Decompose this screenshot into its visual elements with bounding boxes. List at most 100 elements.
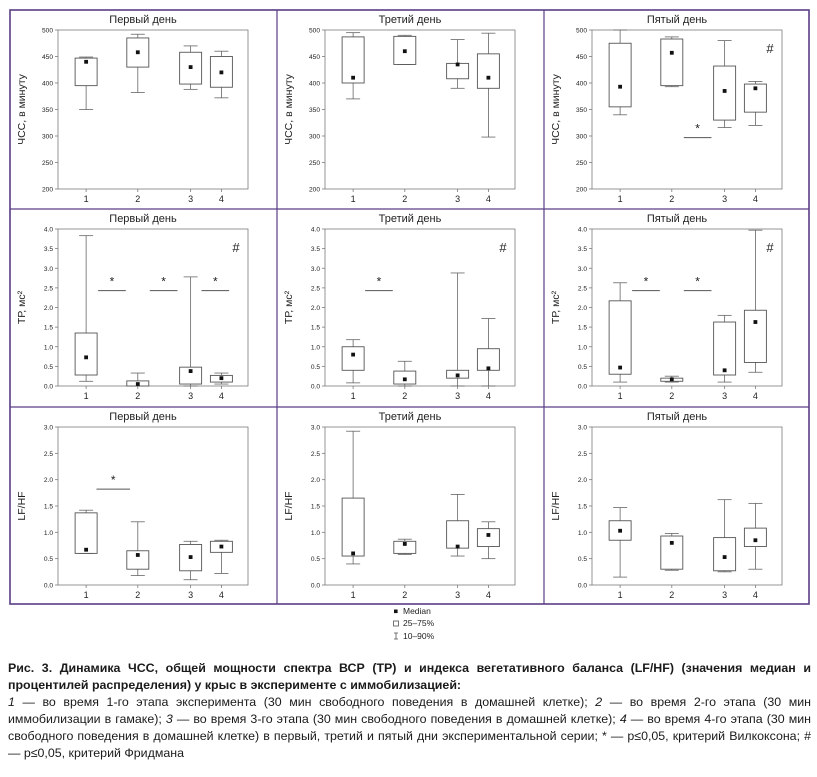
y-tick-label: 300 xyxy=(576,134,587,141)
median-marker xyxy=(722,555,727,559)
iqr-box xyxy=(393,540,417,554)
iqr-box xyxy=(126,550,150,570)
y-tick-label: 2.5 xyxy=(311,451,320,458)
median-marker xyxy=(219,544,224,549)
iqr-box xyxy=(341,346,365,371)
y-tick-label: 250 xyxy=(309,160,320,167)
y-tick-label: 4.0 xyxy=(44,227,53,234)
x-tick-label: 4 xyxy=(219,590,224,600)
significance-star: * xyxy=(213,275,218,289)
caption-num-2: 2 xyxy=(595,695,603,709)
significance-star: * xyxy=(695,275,700,289)
y-tick-label: 3.5 xyxy=(578,246,587,253)
y-tick-label: 300 xyxy=(42,134,53,141)
y-tick-label: 400 xyxy=(42,81,53,88)
iqr-box xyxy=(608,300,632,375)
iqr-box xyxy=(713,537,737,572)
y-tick-label: 1.5 xyxy=(44,504,53,511)
panel-title: Третий день xyxy=(379,411,442,423)
y-axis-label: LF/HF xyxy=(16,491,28,520)
median-marker xyxy=(188,369,193,373)
iqr-box xyxy=(476,528,500,548)
y-tick-label: 2.5 xyxy=(578,285,587,292)
y-axis-label: ЧСС, в минуту xyxy=(550,73,562,145)
y-axis-label: LF/HF xyxy=(283,491,295,520)
figure-frame xyxy=(9,9,810,605)
y-tick-label: 0.0 xyxy=(44,384,53,391)
x-tick-label: 2 xyxy=(669,194,674,204)
x-tick-label: 3 xyxy=(455,590,460,600)
y-tick-label: 1.5 xyxy=(311,325,320,332)
chart-panel: Третий день0.00.51.01.52.02.53.03.54.0ТР… xyxy=(283,213,516,401)
median-marker xyxy=(455,544,460,549)
median-marker xyxy=(618,528,623,533)
chart-panel: Первый день0.00.51.01.52.02.53.03.54.0ТР… xyxy=(16,213,249,401)
median-marker xyxy=(219,376,224,381)
y-tick-label: 2.5 xyxy=(44,285,53,292)
iqr-box xyxy=(476,53,500,89)
median-marker xyxy=(455,373,460,378)
x-tick-label: 1 xyxy=(84,194,89,204)
x-tick-label: 2 xyxy=(135,590,140,600)
y-tick-label: 2.0 xyxy=(44,305,53,312)
y-tick-label: 1.0 xyxy=(44,530,53,537)
y-tick-label: 450 xyxy=(576,54,587,61)
y-axis-label: ЧСС, в минуту xyxy=(16,73,28,145)
y-tick-label: 200 xyxy=(309,187,320,194)
y-tick-label: 3.0 xyxy=(311,266,320,273)
median-marker xyxy=(669,540,674,545)
y-axis-label: ТР, мс² xyxy=(16,290,28,324)
iqr-box xyxy=(74,512,98,554)
panel-title: Третий день xyxy=(379,213,442,225)
iqr-box xyxy=(660,38,684,87)
y-tick-label: 400 xyxy=(576,81,587,88)
y-tick-label: 3.0 xyxy=(44,266,53,273)
y-tick-label: 450 xyxy=(309,54,320,61)
caption-text-2: — во время 2-го этапа (30 мин иммобилиза… xyxy=(8,695,811,726)
y-tick-label: 3.5 xyxy=(311,246,320,253)
legend-whisker-label: 10–90% xyxy=(403,631,435,641)
iqr-box xyxy=(713,65,737,121)
median-marker xyxy=(669,377,674,382)
panel-title: Пятый день xyxy=(647,14,708,26)
median-marker xyxy=(753,538,758,543)
y-tick-label: 250 xyxy=(42,160,53,167)
median-marker xyxy=(188,65,193,69)
y-tick-label: 0.5 xyxy=(311,556,320,563)
significance-star: * xyxy=(377,275,382,289)
x-tick-label: 3 xyxy=(722,194,727,204)
y-tick-label: 2.0 xyxy=(311,305,320,312)
x-tick-label: 3 xyxy=(188,391,193,401)
caption-text-4: — во время 4-го этапа (30 мин свободного… xyxy=(8,712,811,760)
y-tick-label: 200 xyxy=(42,187,53,194)
x-tick-label: 3 xyxy=(455,194,460,204)
legend-box-label: 25–75% xyxy=(403,618,435,628)
y-tick-label: 500 xyxy=(42,28,53,35)
y-tick-label: 2.5 xyxy=(578,451,587,458)
panel-title: Пятый день xyxy=(647,213,708,225)
iqr-box xyxy=(476,348,500,371)
x-tick-label: 2 xyxy=(135,391,140,401)
y-tick-label: 1.0 xyxy=(578,530,587,537)
y-tick-label: 500 xyxy=(309,28,320,35)
median-marker xyxy=(402,49,407,54)
caption-num-4: 4 xyxy=(619,712,627,726)
median-marker xyxy=(618,84,623,89)
legend-box-marker xyxy=(393,620,399,627)
plot-area xyxy=(57,426,249,586)
median-marker xyxy=(618,365,623,370)
x-tick-label: 4 xyxy=(219,391,224,401)
x-tick-label: 4 xyxy=(753,194,758,204)
y-tick-label: 0.0 xyxy=(311,583,320,590)
y-tick-label: 1.0 xyxy=(44,344,53,351)
x-tick-label: 2 xyxy=(402,590,407,600)
x-tick-label: 1 xyxy=(84,590,89,600)
x-tick-label: 1 xyxy=(618,194,623,204)
iqr-box xyxy=(74,57,98,87)
x-tick-label: 1 xyxy=(351,194,356,204)
y-tick-label: 350 xyxy=(576,107,587,114)
median-marker xyxy=(722,89,727,93)
